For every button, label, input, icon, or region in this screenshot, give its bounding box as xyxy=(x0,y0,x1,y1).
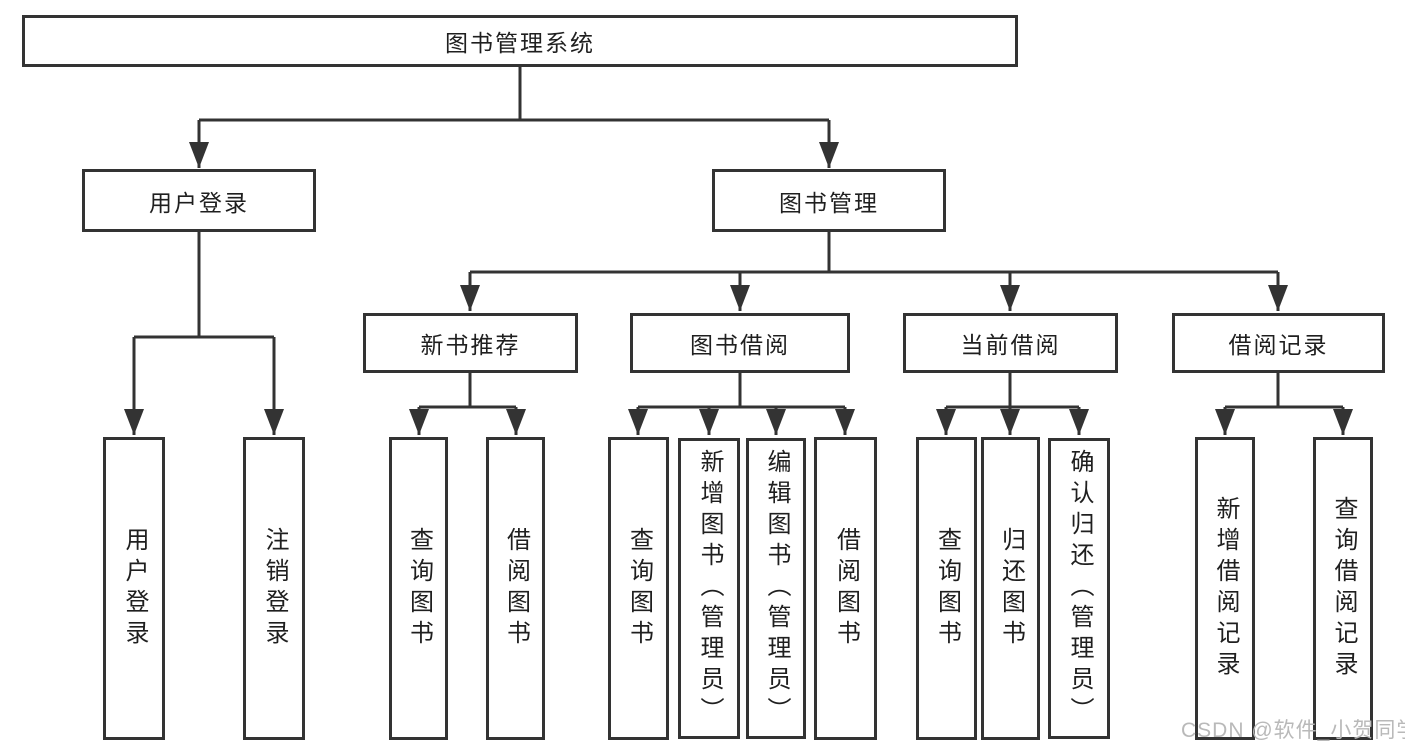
leaf-borrowing-borrow-books: 借阅图书 xyxy=(814,437,877,740)
node-borrowing-records: 借阅记录 xyxy=(1172,313,1385,373)
leaf-borrowing-query-books-label: 查询图书 xyxy=(625,526,653,651)
node-borrowing-records-label: 借阅记录 xyxy=(1228,332,1329,358)
node-user-login-label: 用户登录 xyxy=(149,189,249,216)
leaf-logout: 注销登录 xyxy=(243,437,305,740)
leaf-newbook-borrow-books-label: 借阅图书 xyxy=(502,526,530,651)
node-book-borrowing-label: 图书借阅 xyxy=(690,332,790,358)
connector-book-borrowing xyxy=(628,373,855,435)
leaf-borrowing-query-books: 查询图书 xyxy=(608,437,669,740)
connector-book-management xyxy=(460,232,1288,311)
connector-new-book-recommend xyxy=(409,373,526,435)
leaf-return-books-label: 归还图书 xyxy=(997,526,1025,651)
node-current-borrowing-label: 当前借阅 xyxy=(960,332,1061,358)
node-user-login: 用户登录 xyxy=(82,169,316,232)
node-new-book-recommend: 新书推荐 xyxy=(363,313,578,373)
connector-borrowing-records xyxy=(1215,373,1353,435)
node-root: 图书管理系统 xyxy=(22,15,1018,67)
leaf-confirm-return-admin-label: 确认归还（管理员） xyxy=(1066,449,1093,728)
leaf-query-borrow-record: 查询借阅记录 xyxy=(1313,437,1373,740)
leaf-confirm-return-admin: 确认归还（管理员） xyxy=(1048,438,1110,739)
leaf-edit-books-admin-label: 编辑图书（管理员） xyxy=(763,449,790,728)
leaf-user-login: 用户登录 xyxy=(103,437,165,740)
node-book-management-label: 图书管理 xyxy=(779,189,879,216)
node-book-management: 图书管理 xyxy=(712,169,946,232)
leaf-add-borrow-record-label: 新增借阅记录 xyxy=(1212,495,1239,682)
node-current-borrowing: 当前借阅 xyxy=(903,313,1118,373)
leaf-add-borrow-record: 新增借阅记录 xyxy=(1195,437,1255,740)
connector-user-login xyxy=(124,232,284,435)
node-new-book-recommend-label: 新书推荐 xyxy=(420,332,521,358)
leaf-add-books-admin: 新增图书（管理员） xyxy=(678,438,740,739)
leaf-borrowing-borrow-books-label: 借阅图书 xyxy=(832,526,860,651)
connector-root xyxy=(189,67,839,168)
leaf-logout-label: 注销登录 xyxy=(261,526,288,651)
node-book-borrowing: 图书借阅 xyxy=(630,313,850,373)
leaf-return-books: 归还图书 xyxy=(981,437,1040,740)
leaf-query-borrow-record-label: 查询借阅记录 xyxy=(1330,495,1357,682)
leaf-newbook-query-books: 查询图书 xyxy=(389,437,448,740)
csdn-watermark: CSDN @软件_小贺同学 xyxy=(1181,719,1405,742)
leaf-edit-books-admin: 编辑图书（管理员） xyxy=(746,438,806,739)
leaf-user-login-label: 用户登录 xyxy=(121,526,148,651)
leaf-newbook-query-books-label: 查询图书 xyxy=(405,526,433,651)
node-root-label: 图书管理系统 xyxy=(445,30,595,56)
leaf-add-books-admin-label: 新增图书（管理员） xyxy=(696,449,723,728)
leaf-current-query-books-label: 查询图书 xyxy=(933,526,961,651)
leaf-newbook-borrow-books: 借阅图书 xyxy=(486,437,545,740)
connector-current-borrowing xyxy=(936,373,1089,435)
leaf-current-query-books: 查询图书 xyxy=(916,437,977,740)
